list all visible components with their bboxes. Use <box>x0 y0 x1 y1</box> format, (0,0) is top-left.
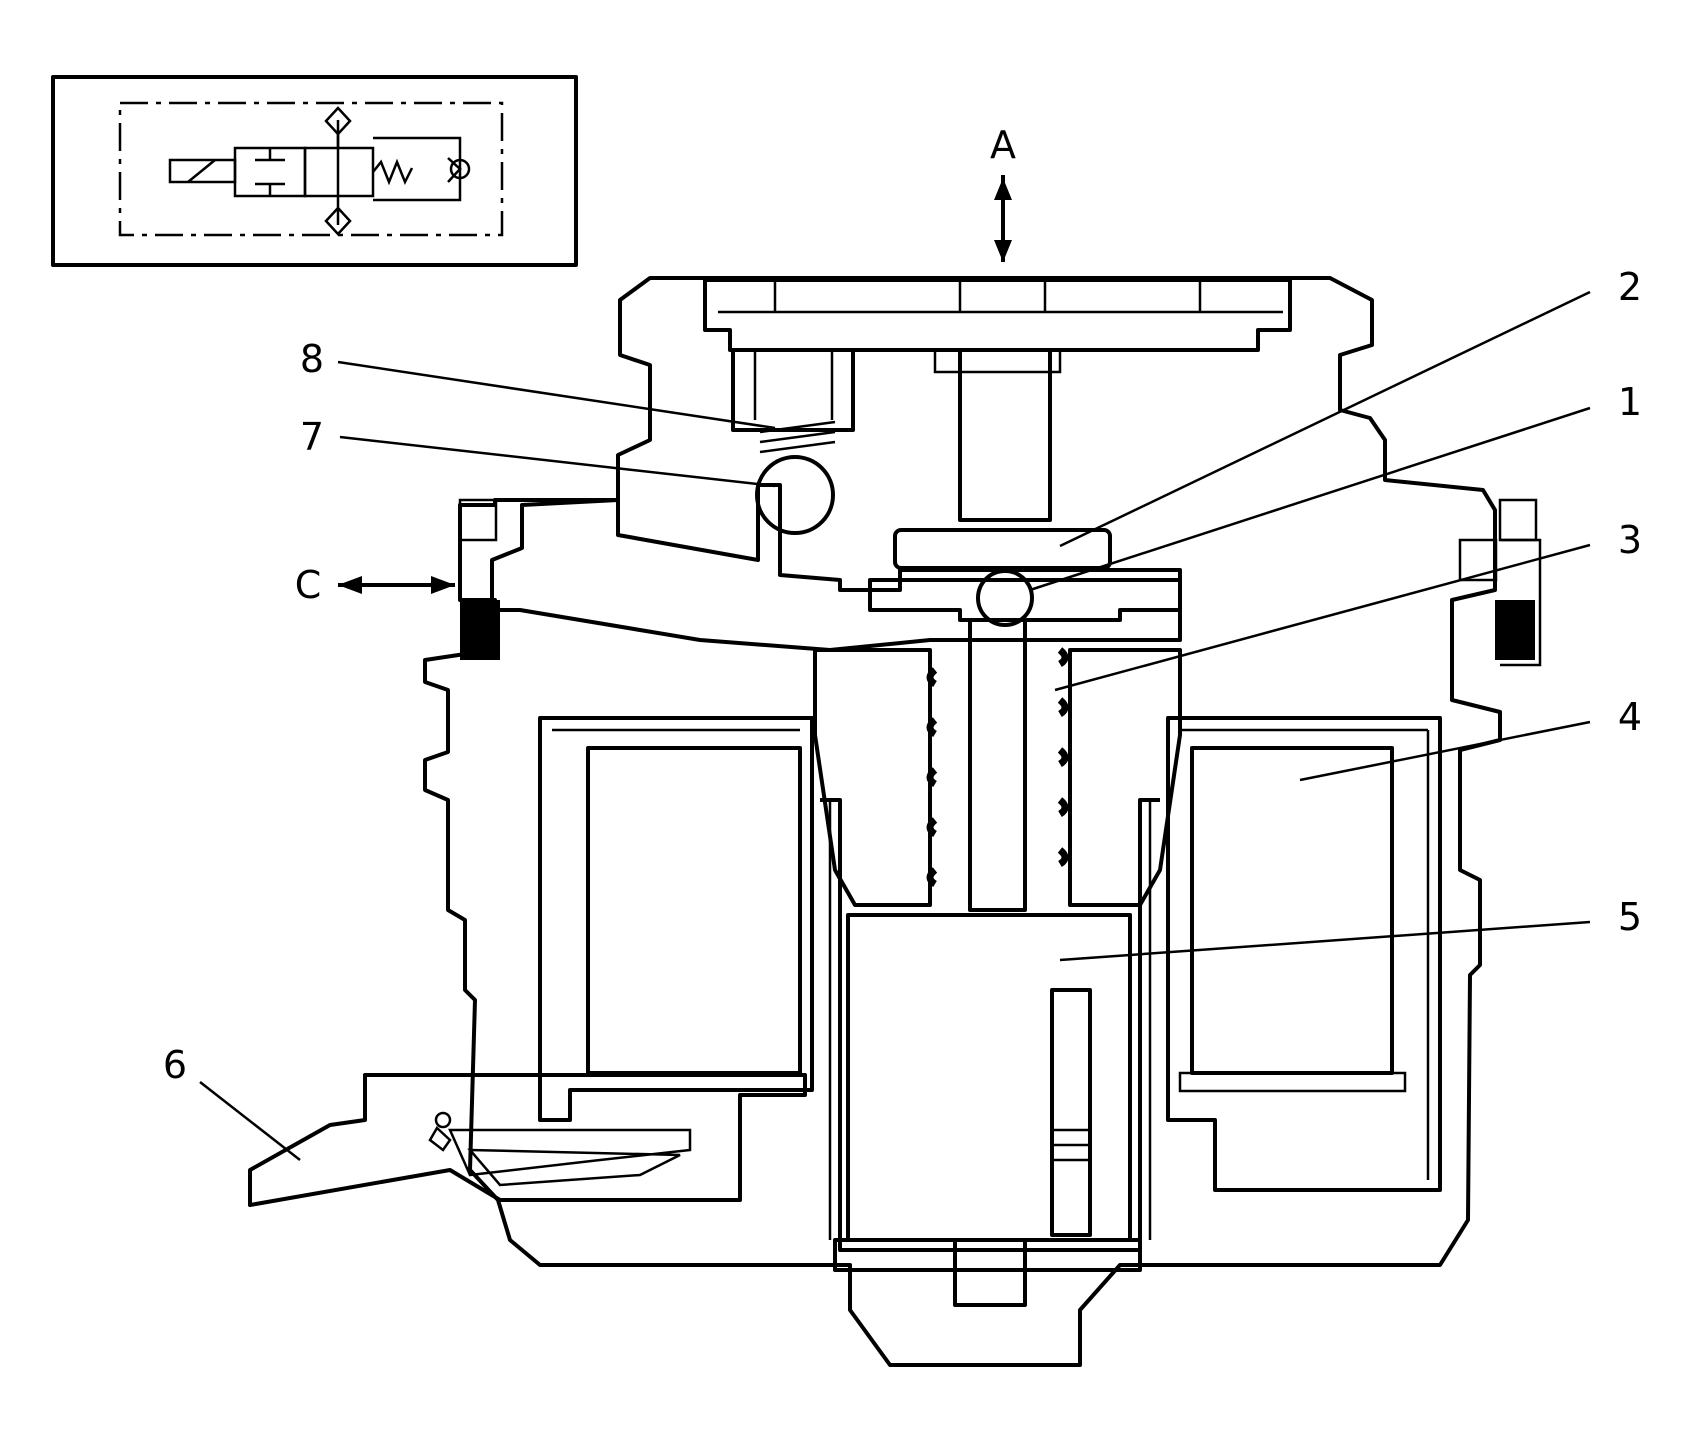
port-c-label: C <box>295 563 322 607</box>
port-c-arrow <box>338 576 455 594</box>
valve-stem <box>968 618 1027 912</box>
callout-1: 1 <box>1618 380 1642 424</box>
coil-winding-right <box>1190 746 1394 1075</box>
callout-4: 4 <box>1618 695 1642 739</box>
leader-lines <box>199 290 1591 1161</box>
return-spring <box>926 647 1069 888</box>
check-valve-bore <box>731 348 855 432</box>
coil-chamber-right <box>1166 716 1442 1192</box>
connector-blade <box>467 1148 681 1187</box>
callout-8: 8 <box>300 337 324 381</box>
leader-2 <box>1059 290 1591 548</box>
coil-chamber-left <box>538 716 814 1122</box>
symbol-frame <box>51 75 578 267</box>
leader-8 <box>337 360 776 430</box>
leader-6 <box>199 1081 301 1161</box>
armature-plunger <box>846 913 1132 1242</box>
seal-left <box>460 600 500 660</box>
check-valve-spring <box>759 420 836 454</box>
check-valve-ball <box>755 455 835 535</box>
leader-1 <box>1029 406 1591 592</box>
pole-piece-right <box>1068 648 1182 907</box>
leader-7 <box>339 435 776 488</box>
valve-plate-disc <box>893 528 1112 570</box>
callout-3: 3 <box>1618 518 1642 562</box>
valve-seat-plate <box>868 578 1182 622</box>
housing-body <box>423 276 1502 1367</box>
valve-symbol-box <box>51 75 578 267</box>
connector-housing <box>248 1073 807 1207</box>
top-port-cap <box>703 278 1292 352</box>
leader-5 <box>1059 920 1591 962</box>
spring-symbol <box>372 158 414 186</box>
port-a-arrow <box>994 175 1012 262</box>
symbol-dashdot-boundary <box>118 101 504 237</box>
callout-5: 5 <box>1618 895 1642 939</box>
pole-piece-left <box>813 648 932 907</box>
check-valve-symbol <box>449 158 471 180</box>
port-c-channel <box>458 483 1182 652</box>
armature-tube <box>820 798 1160 1252</box>
valve-housing <box>248 276 1542 1367</box>
port-a-channel <box>958 348 1052 522</box>
valve-ball <box>976 569 1034 627</box>
port-c-connector-symbol <box>324 206 352 236</box>
seal-right <box>1495 600 1535 660</box>
callout-2: 2 <box>1618 265 1642 309</box>
leader-3 <box>1054 543 1591 692</box>
port-a-label: A <box>990 123 1016 167</box>
callout-6: 6 <box>163 1043 187 1087</box>
coil-winding-left <box>586 746 802 1075</box>
leader-4 <box>1299 720 1591 782</box>
manual-override-pin <box>1050 988 1092 1237</box>
callout-7: 7 <box>300 415 324 459</box>
bottom-plate <box>833 1238 1142 1272</box>
bottom-plug <box>953 1238 1027 1307</box>
